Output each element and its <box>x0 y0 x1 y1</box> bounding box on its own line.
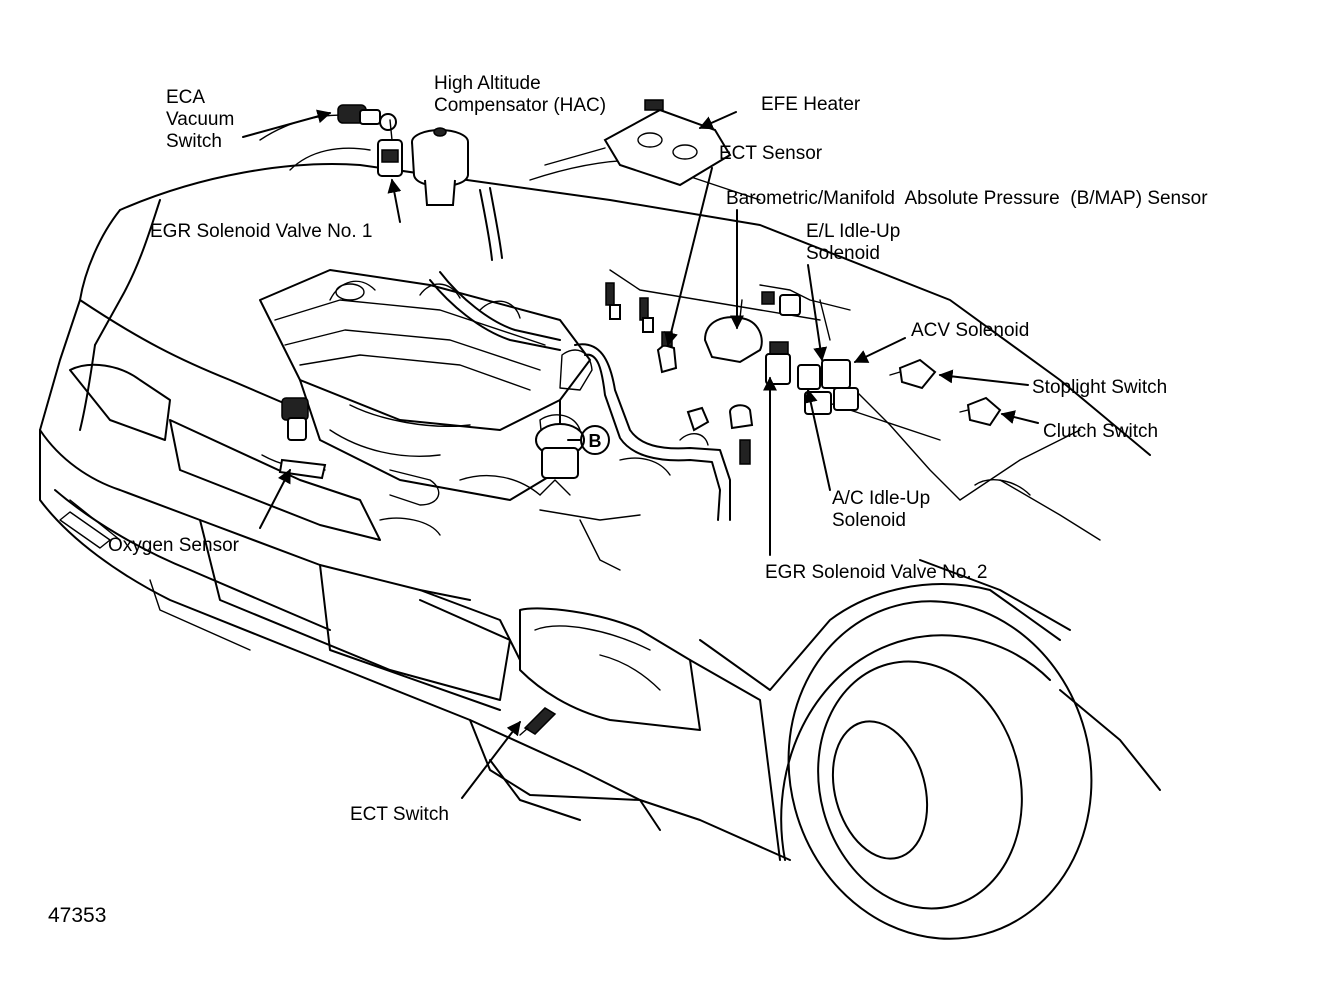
ect-switch-part <box>519 707 557 736</box>
arrow-stoplight-switch <box>938 369 1029 386</box>
arrow-oxygen-sensor <box>259 468 291 529</box>
arrow-acv-solenoid <box>853 337 906 363</box>
label-efe-heater: EFE Heater <box>761 94 861 115</box>
label-ect-switch: ECT Switch <box>350 804 449 825</box>
callout-b-letter: B <box>589 431 602 451</box>
callout-b: B <box>567 425 610 455</box>
hac-part <box>411 127 469 206</box>
label-ect-sensor: ECT Sensor <box>719 143 823 164</box>
label-acv-solenoid: ACV Solenoid <box>911 320 1030 341</box>
label-stoplight-switch: Stoplight Switch <box>1032 377 1168 398</box>
solenoid-cluster <box>759 284 859 415</box>
front-wheel <box>780 600 1161 940</box>
clutch-switch-part <box>959 396 1031 496</box>
arrow-eca-vacuum-switch <box>242 109 332 138</box>
label-el-line-1: E/L Idle-Up <box>806 221 901 242</box>
label-eca-line-3: Switch <box>166 131 222 152</box>
label-clutch-switch: Clutch Switch <box>1043 421 1159 442</box>
label-hac-line-2: Compensator (HAC) <box>434 95 607 116</box>
label-ac-idle-up: A/C Idle-Up Solenoid <box>832 488 930 532</box>
arrow-egr-valve-1 <box>387 178 402 223</box>
ect-sensor-part <box>656 331 678 374</box>
label-hac: High Altitude Compensator (HAC) <box>434 73 606 117</box>
arrow-ac-idle-up <box>803 388 831 491</box>
egr-valve-part <box>535 349 593 496</box>
label-el-idle-up: E/L Idle-Up Solenoid <box>806 221 900 265</box>
label-egr-valve-2: EGR Solenoid Valve No. 2 <box>765 562 988 583</box>
arrow-el-idle-up <box>807 264 828 362</box>
label-hac-line-1: High Altitude <box>434 73 541 94</box>
fittings <box>679 404 754 465</box>
label-ac-line-2: Solenoid <box>832 510 906 531</box>
spark-plugs <box>605 282 654 333</box>
arrow-clutch-switch <box>1000 410 1039 424</box>
label-eca-line-1: ECA <box>166 87 206 108</box>
label-el-line-2: Solenoid <box>806 243 880 264</box>
oxygen-sensor-part <box>261 397 327 480</box>
vehicle-body <box>39 114 1151 861</box>
label-ac-line-1: A/C Idle-Up <box>832 488 931 509</box>
arrow-ect-sensor <box>664 167 713 347</box>
arrow-efe-heater <box>698 111 737 130</box>
label-oxygen-sensor: Oxygen Sensor <box>108 535 239 556</box>
figure-number: 47353 <box>48 904 107 927</box>
stoplight-switch-part <box>889 358 937 390</box>
arrow-ect-switch <box>461 720 521 799</box>
label-bmap-sensor: Barometric/Manifold Absolute Pressure (B… <box>726 188 1208 209</box>
eca-vacuum-switch-part <box>337 104 397 131</box>
label-egr-valve-1: EGR Solenoid Valve No. 1 <box>150 221 373 242</box>
label-eca-line-2: Vacuum <box>166 109 235 130</box>
leader-arrows <box>242 109 1039 799</box>
egr-solenoid-1-part <box>377 119 403 177</box>
label-eca-vacuum-switch: ECA Vacuum Switch <box>166 87 234 153</box>
